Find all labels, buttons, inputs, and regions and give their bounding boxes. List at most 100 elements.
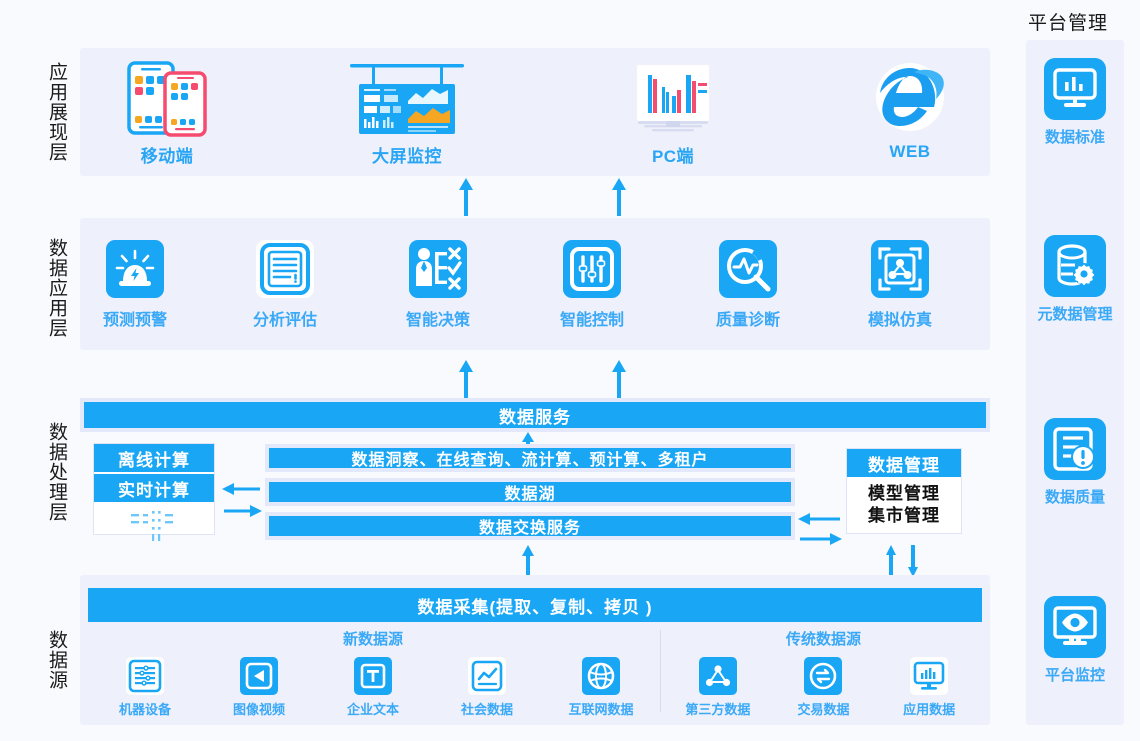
app-item-pc[interactable]: PC端 <box>608 58 738 167</box>
realtime-compute-label: 实时计算 <box>94 474 214 502</box>
data-management-item-mart: 集市管理 <box>868 505 940 525</box>
data-source-group-traditional: 传统数据源 第三方数据 <box>665 624 982 720</box>
app-item-label: WEB <box>889 142 931 161</box>
alarm-light-icon <box>106 240 164 298</box>
pm-item-metadata-management[interactable]: 元数据管理 <box>1027 235 1123 324</box>
ds-item-social-data[interactable]: 社会数据 <box>441 657 533 718</box>
arrow-up-data-management <box>884 545 898 577</box>
data-lake-label: 数据湖 <box>269 482 791 503</box>
arrow-down-data-management <box>906 545 920 577</box>
data-exchange-label: 数据交换服务 <box>269 516 791 537</box>
ds-item-image-video[interactable]: 图像视频 <box>213 657 305 718</box>
arrow-left-data-management <box>798 512 842 526</box>
data-collection-bar[interactable]: 数据采集(提取、复制、拷贝 ) <box>88 588 982 622</box>
data-insight-bar[interactable]: 数据洞察、在线查询、流计算、预计算、多租户 <box>265 444 795 472</box>
data-management-title: 数据管理 <box>847 449 961 477</box>
dal-item-smart-decision[interactable]: 智能决策 <box>378 240 498 330</box>
data-source-divider <box>660 630 661 712</box>
magnifier-pulse-icon <box>719 240 777 298</box>
arrow-left-compute <box>222 482 262 496</box>
dal-item-simulation[interactable]: 模拟仿真 <box>840 240 960 330</box>
dal-item-label: 智能控制 <box>559 312 624 329</box>
compute-dots-icon <box>94 502 214 548</box>
monitor-eye-icon <box>1044 596 1106 658</box>
text-document-icon <box>354 657 392 695</box>
dal-item-smart-control[interactable]: 智能控制 <box>532 240 652 330</box>
dal-item-label: 分析评估 <box>252 312 317 329</box>
data-source-group-new: 新数据源 <box>88 624 658 720</box>
data-lake-bar[interactable]: 数据湖 <box>265 478 795 506</box>
layer-label-data-processing: 数据处理层 <box>46 422 67 522</box>
arrow-up-proc-2 <box>608 358 630 398</box>
layer-label-data-source: 数据源 <box>46 630 67 690</box>
arrow-right-data-management <box>798 532 842 546</box>
data-exchange-bar[interactable]: 数据交换服务 <box>265 512 795 540</box>
data-management-box[interactable]: 数据管理 模型管理 集市管理 <box>846 448 962 534</box>
ds-item-label: 企业文本 <box>346 702 399 717</box>
ds-item-label: 图像视频 <box>232 702 285 717</box>
person-decision-checklist-icon <box>409 240 467 298</box>
monitor-bars-icon <box>910 657 949 695</box>
data-collection-label: 数据采集(提取、复制、拷贝 ) <box>88 588 982 622</box>
ds-item-label: 第三方数据 <box>685 702 751 717</box>
ds-item-label: 机器设备 <box>118 702 171 717</box>
mobile-devices-icon <box>102 58 232 138</box>
offline-compute-label: 离线计算 <box>94 444 214 472</box>
arrow-up-app-2 <box>608 176 630 216</box>
ds-item-label: 交易数据 <box>797 702 850 717</box>
database-gear-icon <box>1044 235 1106 297</box>
sliders-control-icon <box>563 240 621 298</box>
globe-network-icon <box>582 657 620 695</box>
app-item-web[interactable]: WEB <box>845 58 975 162</box>
pm-item-label: 平台监控 <box>1044 667 1105 684</box>
trend-chart-icon <box>468 657 506 695</box>
data-source-group-title: 传统数据源 <box>785 631 861 648</box>
app-item-label: 移动端 <box>140 147 194 166</box>
document-alert-icon <box>1044 418 1106 480</box>
video-play-icon <box>240 657 278 695</box>
ds-item-enterprise-text[interactable]: 企业文本 <box>327 657 419 718</box>
ds-item-label: 互联网数据 <box>568 702 634 717</box>
arrow-up-app-1 <box>455 176 477 216</box>
internet-explorer-icon <box>845 58 975 138</box>
dal-item-analysis-evaluation[interactable]: 分析评估 <box>225 240 345 330</box>
dal-item-quality-diagnosis[interactable]: 质量诊断 <box>688 240 808 330</box>
arrow-up-proc-1 <box>455 358 477 398</box>
arrow-up-from-collection <box>519 545 537 577</box>
pm-item-data-quality[interactable]: 数据质量 <box>1027 418 1123 507</box>
app-item-big-screen[interactable]: 大屏监控 <box>342 58 472 167</box>
dal-item-label: 智能决策 <box>405 312 470 329</box>
data-source-group-title: 新数据源 <box>342 631 403 648</box>
ds-item-third-party-data[interactable]: 第三方数据 <box>672 657 764 718</box>
layer-label-data-application: 数据应用层 <box>46 238 67 338</box>
pm-item-data-standard[interactable]: 数据标准 <box>1027 58 1123 147</box>
pm-item-label: 元数据管理 <box>1037 306 1113 323</box>
monitor-bar-chart-icon <box>1044 58 1106 120</box>
data-insight-label: 数据洞察、在线查询、流计算、预计算、多租户 <box>269 448 791 469</box>
platform-management-title: 平台管理 <box>1028 13 1109 34</box>
simulation-nodes-icon <box>871 240 929 298</box>
machine-equipment-icon <box>126 657 164 695</box>
compute-box[interactable]: 离线计算 实时计算 <box>93 443 215 541</box>
app-item-label: 大屏监控 <box>372 147 442 166</box>
pm-item-platform-monitoring[interactable]: 平台监控 <box>1027 596 1123 685</box>
big-screen-dashboard-icon <box>342 58 472 138</box>
ds-item-transaction-data[interactable]: 交易数据 <box>777 657 869 718</box>
data-service-bar[interactable]: 数据服务 <box>80 398 990 432</box>
dal-item-forecast-alert[interactable]: 预测预警 <box>75 240 195 330</box>
ds-item-application-data[interactable]: 应用数据 <box>883 657 975 718</box>
exchange-arrows-icon <box>804 657 843 695</box>
dal-item-label: 质量诊断 <box>715 312 780 329</box>
app-item-mobile[interactable]: 移动端 <box>102 58 232 167</box>
ds-item-internet-data[interactable]: 互联网数据 <box>555 657 647 718</box>
dal-item-label: 模拟仿真 <box>867 312 932 329</box>
ds-item-machine-equipment[interactable]: 机器设备 <box>99 657 191 718</box>
data-management-item-model: 模型管理 <box>868 484 940 503</box>
pm-item-label: 数据质量 <box>1044 489 1105 506</box>
data-application-panel <box>80 218 990 350</box>
data-service-label: 数据服务 <box>84 402 986 428</box>
ds-item-label: 应用数据 <box>903 702 956 717</box>
arrow-right-compute <box>222 504 262 518</box>
dal-item-label: 预测预警 <box>102 312 167 329</box>
